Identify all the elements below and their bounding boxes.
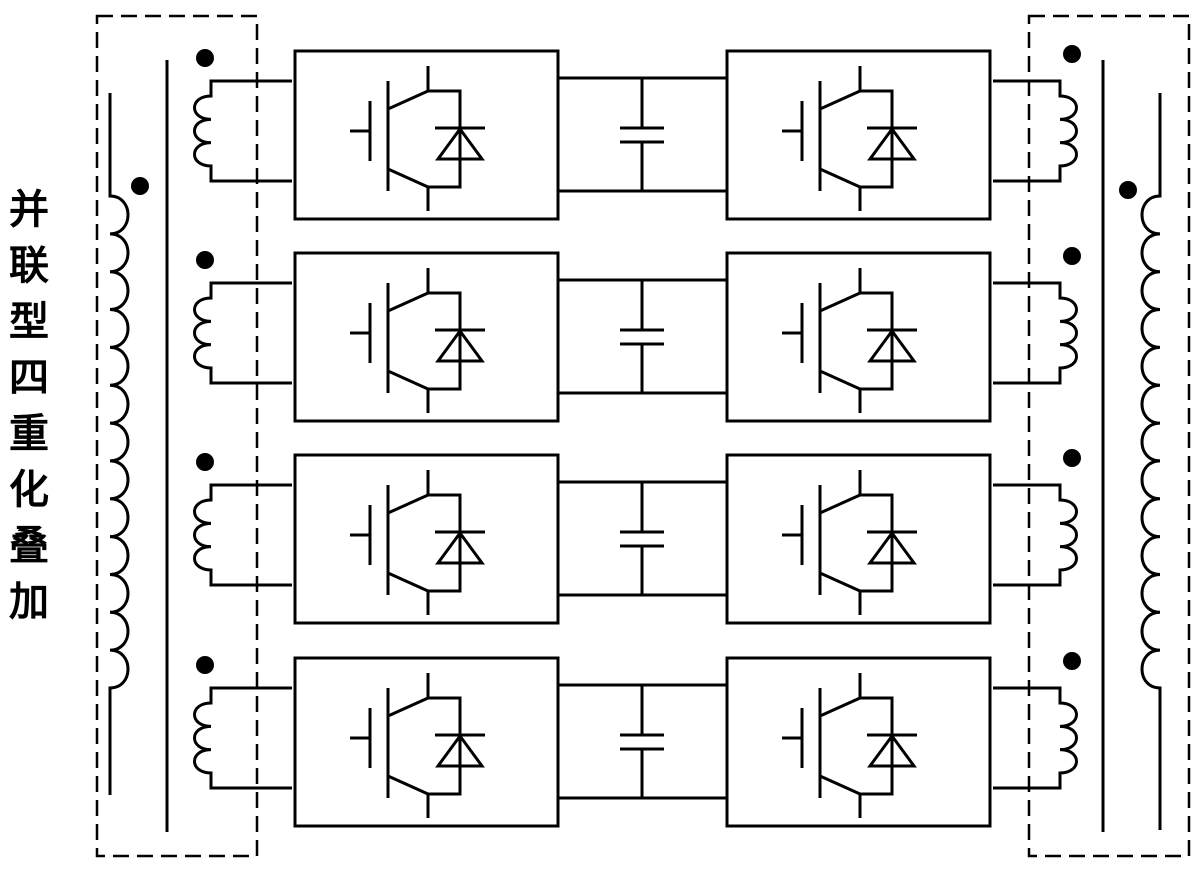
label-char: 联 (9, 242, 49, 289)
left-primary-coil (108, 60, 169, 832)
igbt-line (428, 493, 462, 593)
igbt-line (428, 89, 462, 189)
igbt-line (860, 291, 894, 391)
secondary-coil (193, 483, 292, 587)
capacitor-plate (620, 126, 664, 144)
coil-winding (1140, 93, 1162, 830)
capacitor-plate (620, 530, 664, 548)
igbt-line (860, 696, 894, 796)
polarity-dot (1119, 181, 1137, 199)
secondary-coil (993, 686, 1078, 790)
dc-link-capacitor (558, 480, 727, 597)
polarity-dot (1063, 449, 1081, 467)
polarity-dot (1063, 652, 1081, 670)
label-char: 型 (9, 298, 49, 345)
right-transformer-frame (1027, 14, 1191, 858)
primary-windings (108, 60, 1162, 832)
vertical-label: 并 联 型 四 重 化 叠 加 (4, 182, 54, 630)
label-char: 化 (9, 466, 49, 513)
polarity-dot (196, 251, 214, 269)
transformer-frames (95, 14, 1191, 858)
dc-link-capacitor (558, 76, 727, 193)
secondary-coil (993, 483, 1078, 587)
diode-symbol (435, 328, 485, 363)
dc-link-capacitor (558, 683, 727, 800)
igbt-switch (782, 268, 917, 413)
igbt-switch (350, 470, 485, 615)
diode-symbol (867, 126, 917, 161)
capacitor-plate (620, 733, 664, 751)
polarity-dot (196, 453, 214, 471)
converter-stage (193, 449, 1081, 625)
left-transformer-frame (95, 14, 259, 858)
secondary-coil (993, 79, 1078, 183)
label-char: 四 (9, 354, 49, 401)
label-char: 重 (9, 410, 49, 457)
converter-stage (193, 652, 1081, 828)
diode-symbol (435, 126, 485, 161)
diode-symbol (435, 530, 485, 565)
dc-link-capacitor (558, 278, 727, 395)
igbt-line (428, 291, 462, 391)
secondary-coil (193, 79, 292, 183)
igbt-switch (350, 673, 485, 818)
diode-symbol (435, 733, 485, 768)
capacitor-plate (620, 328, 664, 346)
igbt-switch (782, 66, 917, 211)
diode-symbol (867, 530, 917, 565)
coil-winding (108, 93, 130, 795)
polarity-dot (1063, 45, 1081, 63)
diode-symbol (867, 328, 917, 363)
right-primary-coil (1101, 60, 1162, 832)
igbt-line (860, 493, 894, 593)
label-char: 加 (9, 578, 49, 625)
igbt-switch (350, 66, 485, 211)
igbt-switch (782, 470, 917, 615)
polarity-dot (196, 49, 214, 67)
secondary-coil (193, 281, 292, 385)
igbt-switch (350, 268, 485, 413)
diode-symbol (867, 733, 917, 768)
label-char: 并 (9, 186, 49, 233)
converter-stage (193, 247, 1081, 423)
secondary-coil (193, 686, 292, 790)
igbt-switch (782, 673, 917, 818)
igbt-line (860, 89, 894, 189)
polarity-dot (196, 656, 214, 674)
converter-stage (193, 45, 1081, 221)
secondary-coil (993, 281, 1078, 385)
label-char: 叠 (9, 522, 49, 569)
polarity-dot (131, 177, 149, 195)
converter-stages (193, 45, 1081, 828)
igbt-line (428, 696, 462, 796)
polarity-dot (1063, 247, 1081, 265)
